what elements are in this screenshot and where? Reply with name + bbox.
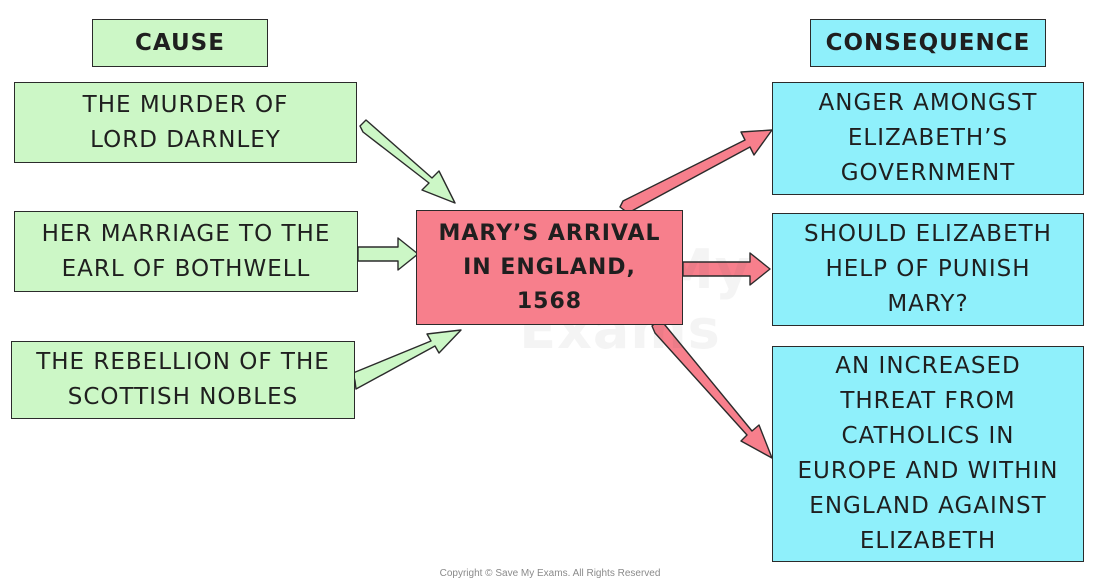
cause-box-rebellion-nobles: THE REBELLION OF THE SCOTTISH NOBLES [11, 341, 355, 419]
cause-header: CAUSE [92, 19, 268, 67]
arrow-cause-3 [352, 329, 462, 390]
arrow-cause-2 [357, 237, 419, 271]
consequence-box-anger-government: ANGER AMONGST ELIZABETH’S GOVERNMENT [772, 82, 1084, 195]
copyright-text: Copyright © Save My Exams. All Rights Re… [439, 568, 661, 579]
arrow-cons-1 [619, 129, 773, 214]
cause-box-murder-darnley: THE MURDER OF LORD DARNLEY [14, 82, 357, 163]
cause-box-marriage-bothwell: HER MARRIAGE TO THE EARL OF BOTHWELL [14, 211, 358, 292]
arrow-cons-2 [682, 252, 771, 286]
center-box-marys-arrival: MARY’S ARRIVAL IN ENGLAND, 1568 [416, 210, 683, 325]
consequence-header: CONSEQUENCE [810, 19, 1046, 67]
consequence-box-help-or-punish: SHOULD ELIZABETH HELP OF PUNISH MARY? [772, 213, 1084, 326]
consequence-box-catholic-threat: AN INCREASED THREAT FROM CATHOLICS IN EU… [772, 346, 1084, 562]
arrow-cause-1 [359, 119, 456, 204]
